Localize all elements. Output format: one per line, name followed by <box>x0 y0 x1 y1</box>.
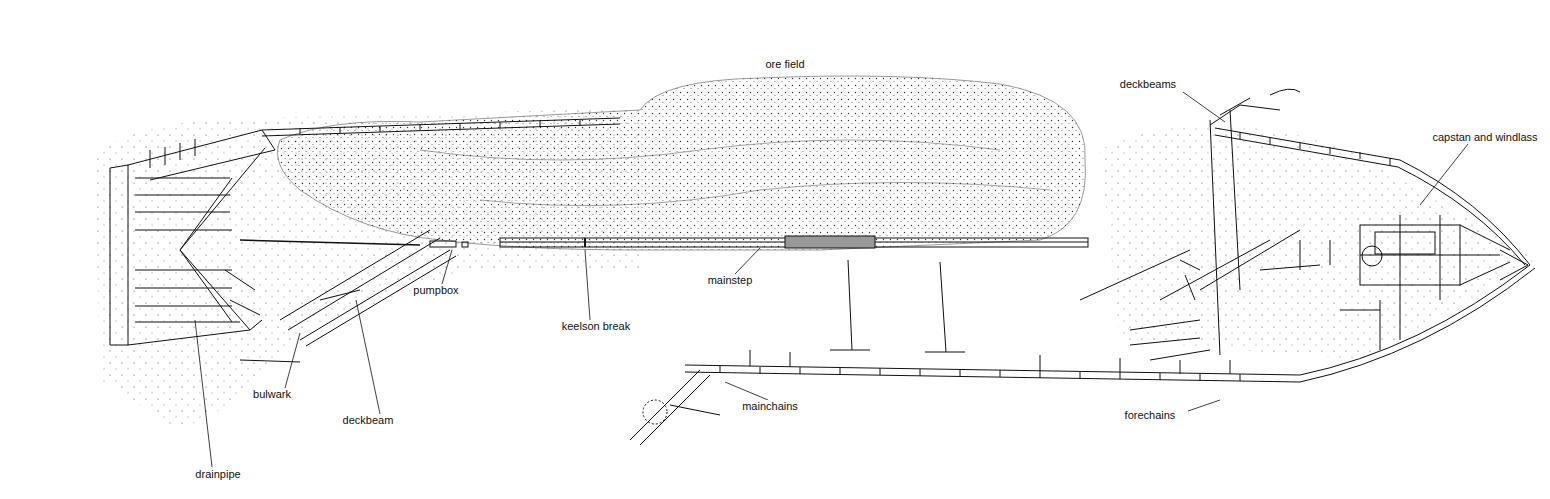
part-label: keelson break <box>560 320 633 333</box>
part-label: mainstep <box>706 274 755 287</box>
part-label: mainchains <box>740 400 800 413</box>
part-label: pumpbox <box>411 284 460 297</box>
part-label: drainpipe <box>193 468 242 481</box>
part-label: deckbeams <box>1118 78 1178 91</box>
part-label: ore field <box>763 58 806 71</box>
part-label: bulwark <box>251 388 293 401</box>
part-label: forechains <box>1123 409 1178 422</box>
part-label: capstan and windlass <box>1430 131 1539 144</box>
part-label: deckbeam <box>341 414 396 427</box>
